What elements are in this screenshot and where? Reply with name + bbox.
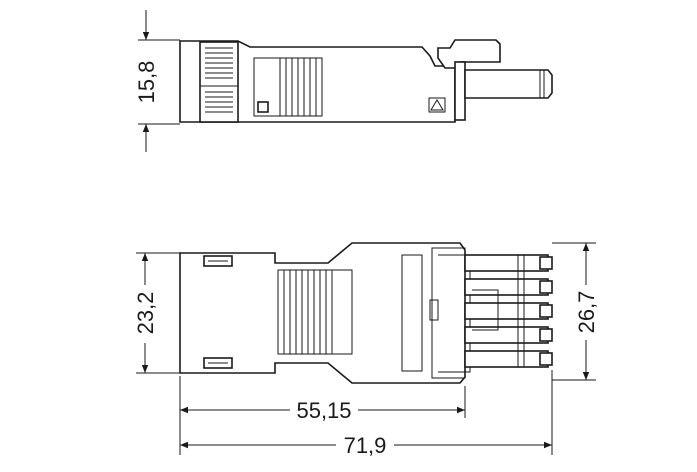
top-view-connector: 15,8 [134,10,553,152]
pin-group [464,254,553,368]
dim-label-top-height: 15,8 [134,61,159,104]
side-view-connector: 23,2 26,7 [133,242,599,458]
dim-label-right-width: 26,7 [574,291,599,334]
dim-label-left-width: 23,2 [133,292,158,335]
dim-label-total-length: 71,9 [344,433,387,458]
dim-label-body-length: 55,15 [296,398,351,423]
